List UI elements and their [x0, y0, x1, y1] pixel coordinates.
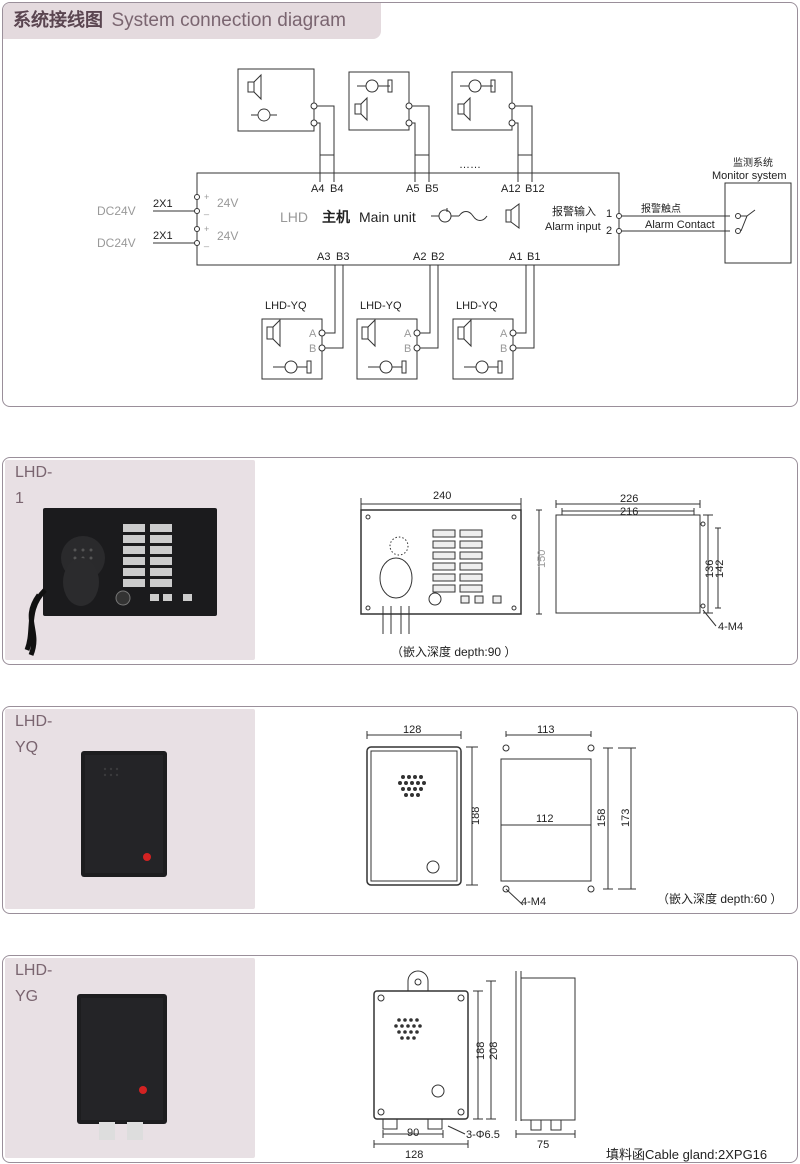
lhdyq-dim-113: 113: [537, 724, 555, 736]
lhdyq-photo: LHD-YQ: [5, 709, 255, 909]
system-title-en: System connection diagram: [111, 10, 346, 31]
lhd1-dim-width: 240: [433, 490, 451, 502]
lhdyq-device-image: [81, 751, 167, 877]
power-terminal-1: 2X1: [153, 198, 173, 210]
lhd1-depth-note: （嵌入深度 depth:90 ）: [391, 645, 517, 659]
alarm-contact-cn: 报警触点: [641, 202, 681, 215]
main-unit-brand: LHD: [280, 209, 308, 225]
lhd1-dim-height: 150: [536, 550, 548, 568]
port-b12: B12: [525, 183, 545, 195]
connection-diagram: A4 B4 A5 B5 A12 B12 …… A3 B3 A2 B2 A1 B1…: [97, 68, 792, 380]
alarm-pin-2: 2: [606, 225, 612, 237]
terminal-model-3: LHD-YQ: [456, 300, 498, 312]
lhdyq-depth-note: （嵌入深度 depth:60 ）: [657, 892, 783, 906]
top-terminal-2: [348, 71, 430, 182]
lhd1-panel: LHD-1: [2, 457, 798, 665]
lhd1-device-image: [24, 508, 217, 656]
lhdyg-drawings: 188 208 90 128 75 3-Φ6.5: [373, 970, 576, 1161]
power-plus-2: +: [204, 224, 209, 234]
port-a5: A5: [406, 183, 419, 195]
bottom-terminal-2: [356, 265, 439, 380]
port-b4: B4: [330, 183, 343, 195]
top-terminal-3: [451, 71, 533, 182]
lhdyg-device-image: [77, 994, 167, 1140]
lhdyq-dim-128: 128: [403, 724, 421, 736]
lhd1-dim-142: 142: [714, 560, 726, 578]
lhd1-drawings: 240 150 226 216 136 142 4-M4: [360, 490, 743, 634]
lhdyg-dim-188: 188: [475, 1042, 487, 1060]
alarm-input-cn: 报警输入: [552, 204, 596, 218]
terminal-b-3: B: [500, 343, 507, 355]
port-b2: B2: [431, 251, 444, 263]
terminal-model-2: LHD-YQ: [360, 300, 402, 312]
top-terminal-1: [237, 68, 335, 182]
lhd1-dim-216: 216: [620, 506, 638, 518]
lhdyg-dim-128: 128: [405, 1149, 423, 1161]
power-label-2: DC24V: [97, 236, 136, 250]
lhdyg-title: LHD-YG: [15, 962, 53, 1005]
lhdyq-dim-173: 173: [620, 809, 632, 827]
port-b3: B3: [336, 251, 349, 263]
lhd1-dim-136: 136: [704, 560, 716, 578]
power-terminal-2: 2X1: [153, 230, 173, 242]
monitor-en: Monitor system: [712, 170, 787, 182]
lhdyg-dim-208: 208: [488, 1042, 500, 1060]
lhdyg-dim-90: 90: [407, 1127, 419, 1139]
port-a12: A12: [501, 183, 521, 195]
lhdyg-gland-note: 填料函Cable gland:2XPG16: [606, 1147, 768, 1162]
monitor-cn: 监测系统: [733, 156, 773, 169]
alarm-input-en: Alarm input: [545, 221, 601, 233]
system-diagram-panel: 系统接线图 System connection diagram: [2, 2, 798, 407]
terminal-a-3: A: [500, 328, 508, 340]
bottom-terminal-3: [452, 265, 535, 380]
port-b1: B1: [527, 251, 540, 263]
system-title-cn: 系统接线图: [13, 10, 103, 30]
lhd1-mount: 4-M4: [718, 621, 743, 633]
lhdyg-hole: 3-Φ6.5: [466, 1129, 500, 1141]
terminal-a-1: A: [309, 328, 317, 340]
power-volt-1: 24V: [217, 196, 238, 210]
port-a1: A1: [509, 251, 522, 263]
terminal-a-2: A: [404, 328, 412, 340]
lhd1-photo: LHD-1: [5, 460, 255, 660]
lhd1-dim-226: 226: [620, 493, 638, 505]
lhdyg-panel: LHD-YG: [2, 955, 798, 1163]
port-b5: B5: [425, 183, 438, 195]
lhdyq-drawings: 128 188 113 112 158 173 4-M4: [366, 724, 636, 908]
port-a4: A4: [311, 183, 324, 195]
main-unit-name-cn: 主机: [322, 209, 350, 225]
terminal-model-1: LHD-YQ: [265, 300, 307, 312]
terminal-b-1: B: [309, 343, 316, 355]
lhdyq-panel: LHD-YQ: [2, 706, 798, 914]
lhdyg-title-tab: LHD-YG: [5, 958, 85, 1005]
power-minus-1: _: [203, 205, 210, 215]
system-title-tab: 系统接线图 System connection diagram: [3, 3, 381, 39]
alarm-contact-en: Alarm Contact: [645, 219, 715, 231]
lhdyq-title-tab: LHD-YQ: [5, 709, 85, 756]
lhdyq-mount: 4-M4: [521, 896, 546, 908]
port-a2: A2: [413, 251, 426, 263]
lhdyq-dim-112: 112: [536, 813, 554, 825]
power-minus-2: _: [203, 237, 210, 247]
lhdyq-dim-158: 158: [596, 809, 608, 827]
power-label-1: DC24V: [97, 204, 136, 218]
power-volt-2: 24V: [217, 229, 238, 243]
main-unit-name-en: Main unit: [359, 209, 416, 225]
alarm-pin-1: 1: [606, 208, 612, 220]
port-a3: A3: [317, 251, 330, 263]
monitor-system-box: [724, 182, 792, 264]
lhdyg-dim-75: 75: [537, 1139, 549, 1151]
lhdyq-title: LHD-YQ: [15, 713, 53, 756]
ellipsis: ……: [459, 159, 481, 171]
lhdyg-photo: LHD-YG: [5, 958, 255, 1158]
terminal-b-2: B: [404, 343, 411, 355]
bottom-terminal-1: [261, 265, 344, 380]
power-plus-1: +: [204, 192, 209, 202]
lhd1-title-tab: LHD-1: [5, 460, 65, 507]
lhd1-title: LHD-1: [15, 464, 53, 507]
lhdyq-dim-188: 188: [470, 807, 482, 825]
